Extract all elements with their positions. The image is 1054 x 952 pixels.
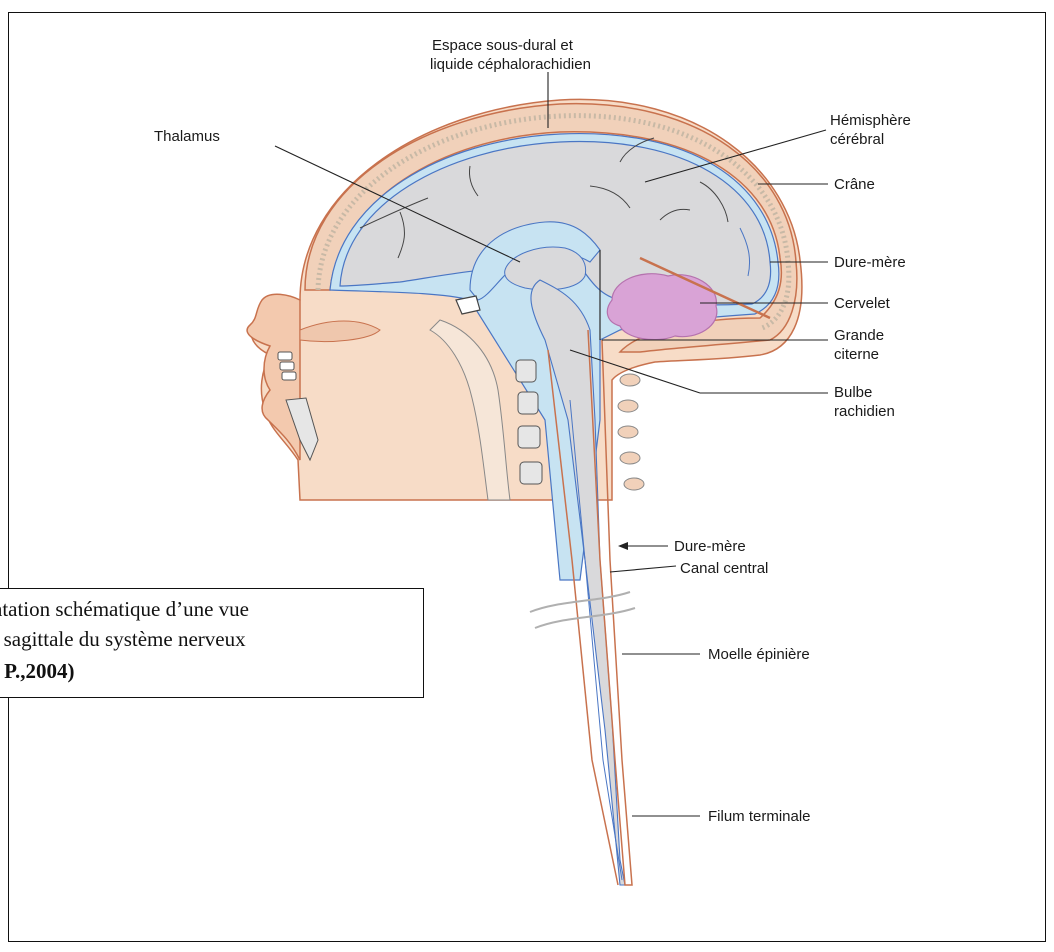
dura-arrow-head [618,542,628,550]
label-dure-mere-top: Dure-mère [834,254,906,271]
caption-box: ésentation schématique d’une vue upe sag… [0,588,424,698]
vertebrae-posterior [618,374,644,490]
label-cervelet: Cervelet [834,295,891,312]
label-grande-citerne-line2: citerne [834,346,879,363]
label-filum: Filum terminale [708,808,811,825]
caption-line-3: l P.,2004) [0,659,74,684]
label-dure-mere-bottom: Dure-mère [674,538,746,555]
label-crane: Crâne [834,176,875,193]
label-bulbe-line2: rachidien [834,403,895,420]
cerebellum [607,274,717,340]
label-grande-citerne-line1: Grande [834,327,884,344]
label-bulbe-line1: Bulbe [834,384,872,401]
label-espace-line1: Espace sous-dural et [432,37,574,54]
label-hemisphere-line2: cérébral [830,131,884,148]
caption-line-2: upe sagittale du système nerveux [0,627,246,652]
caption-line-1: ésentation schématique d’une vue [0,597,249,622]
label-moelle: Moelle épinière [708,646,810,663]
cord-break-1 [530,592,630,612]
label-espace-line2: liquide céphalorachidien [430,56,591,73]
cord-break-2 [535,608,635,628]
label-hemisphere-line1: Hémisphère [830,112,911,129]
label-thalamus: Thalamus [154,128,220,145]
label-canal-central: Canal central [680,560,768,577]
